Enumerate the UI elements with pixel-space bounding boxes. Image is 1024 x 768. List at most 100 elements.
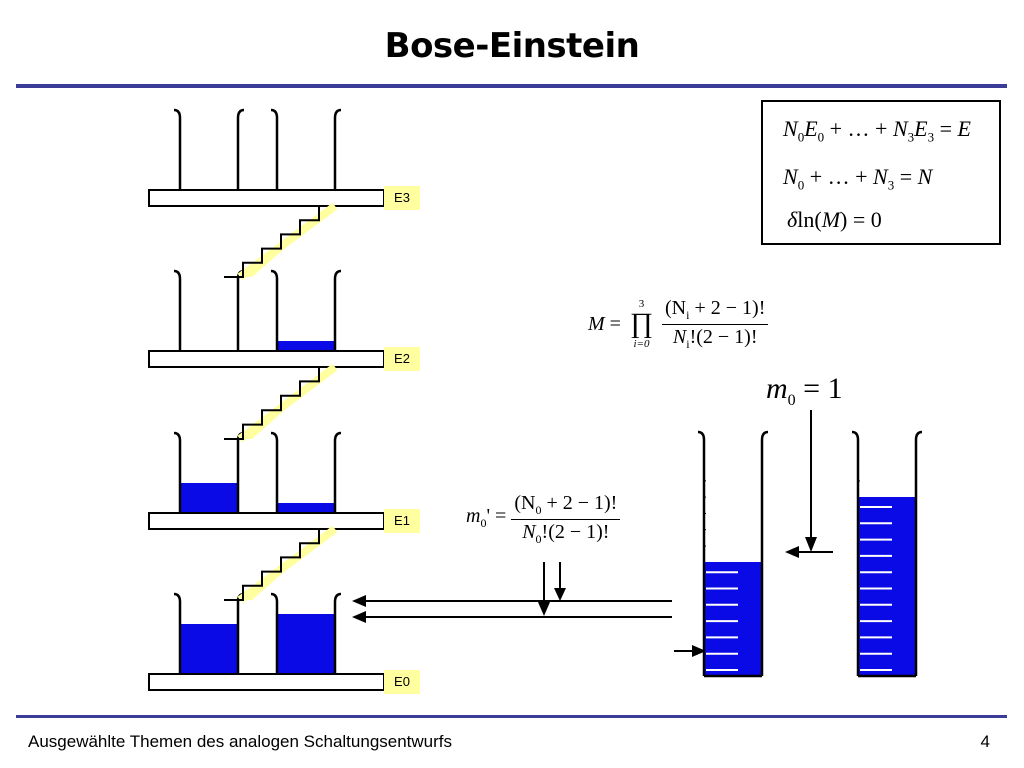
bin-wall — [173, 592, 182, 674]
arrow-down-2-head — [554, 588, 566, 601]
level-shelf — [148, 189, 385, 207]
measuring-beakers — [697, 430, 923, 678]
extremum-condition: δln(M) = 0 — [787, 207, 882, 233]
arrow-to-beaker-head — [692, 645, 706, 657]
beaker-wall-left — [697, 430, 706, 676]
particle-constraint: N0 + … + N3 = N — [783, 164, 932, 193]
footer-rule — [16, 715, 1007, 718]
var-n: N — [873, 164, 888, 189]
bin-wall — [236, 108, 245, 190]
m0-prime-fraction: (N0 + 2 − 1)! N0!(2 − 1)! — [511, 492, 621, 547]
level-e1 — [148, 431, 385, 530]
den-rest: !(2 − 1)! — [541, 521, 610, 543]
product-operator: 3 ∏ i=0 — [629, 297, 654, 350]
staircases — [224, 202, 338, 604]
beaker-water — [858, 497, 916, 676]
sub: 0 — [787, 392, 796, 409]
bin-wall — [173, 431, 182, 513]
beaker-left — [697, 430, 769, 678]
den-rest: !(2 − 1)! — [689, 325, 758, 348]
var-e: E — [914, 116, 928, 141]
water-e1-bin-2 — [277, 503, 335, 513]
arrow-head-lower — [352, 611, 366, 623]
prod-upper: 3 — [638, 297, 645, 310]
sub: 0 — [535, 532, 542, 546]
op: ) = 0 — [840, 207, 882, 232]
multiplicity-formula: M = 3 ∏ i=0 (Ni + 2 − 1)! Ni!(2 − 1)! — [588, 292, 769, 356]
sub: 0 — [797, 177, 805, 193]
var-m: m — [766, 372, 788, 405]
sub: 0 — [817, 129, 825, 145]
sub: i — [686, 307, 690, 322]
bin-wall — [270, 269, 279, 351]
prod-symbol: ∏ — [629, 307, 654, 339]
staircase-steps — [224, 367, 320, 440]
water-e0-bin-0 — [180, 624, 238, 674]
bin-wall — [270, 592, 279, 674]
energy-constraint: N0E0 + … + N3E3 = E — [783, 116, 971, 145]
footer-text: Ausgewählte Themen des analogen Schaltun… — [28, 732, 453, 751]
var-n: N — [783, 164, 798, 189]
bin-wall — [173, 108, 182, 190]
water-e2-bin-2 — [277, 341, 335, 351]
staircase-steps — [224, 529, 320, 601]
water-e0-bin-2 — [277, 614, 335, 674]
bin-wall — [236, 431, 245, 513]
energy-levels — [148, 108, 385, 691]
beaker-wall-left — [851, 430, 860, 676]
op: + … + — [824, 116, 893, 141]
var-n: N — [672, 325, 687, 348]
page-number: 4 — [980, 732, 990, 751]
sub: 3 — [887, 177, 895, 193]
bin-wall — [236, 269, 245, 351]
var-e-total: E — [957, 116, 971, 141]
sub: 0 — [480, 516, 487, 530]
staircase-steps — [224, 206, 320, 278]
m0-prime-formula: m0' = (N0 + 2 − 1)! N0!(2 − 1)! — [466, 484, 621, 548]
staircase-ramp — [237, 525, 338, 604]
bin-wall — [236, 592, 245, 674]
staircase-ramp — [237, 202, 338, 281]
var-m: M — [588, 313, 605, 335]
bin-wall — [333, 592, 342, 674]
constraints-box — [761, 100, 1001, 245]
bin-wall — [333, 108, 342, 190]
op: = — [894, 164, 918, 189]
arrow-into-beaker-head — [785, 546, 799, 558]
beaker-wall-right — [760, 430, 769, 676]
arrow-m0-head — [805, 537, 817, 552]
level-shelf — [148, 673, 385, 691]
op: = — [604, 313, 621, 335]
level-e0 — [148, 592, 385, 691]
var-m: m — [466, 505, 481, 527]
sub: 3 — [907, 129, 915, 145]
level-shelf — [148, 350, 385, 368]
arrow-down-1-head — [538, 602, 550, 616]
op: + … + — [804, 164, 874, 189]
sub: i — [686, 336, 690, 351]
level-label-e3: E3 — [384, 186, 420, 210]
num-rest: + 2 − 1)! — [689, 296, 766, 319]
bin-wall — [333, 269, 342, 351]
var-n: N — [522, 521, 536, 543]
sub: 0 — [535, 503, 542, 517]
num-open: (N — [665, 296, 687, 319]
level-label-e2: E2 — [384, 347, 420, 371]
var-n: N — [783, 116, 798, 141]
bin-wall — [333, 431, 342, 513]
water-e1-bin-0 — [180, 483, 238, 513]
arrow-head-upper — [352, 595, 366, 607]
m0-equation: m0 = 1 — [766, 372, 843, 410]
beaker-water — [704, 562, 762, 676]
ln-fn: ln( — [797, 207, 822, 232]
var-n: N — [892, 116, 908, 141]
var-e: E — [804, 116, 818, 141]
staircase-ramp — [237, 363, 338, 443]
bin-wall — [270, 431, 279, 513]
beaker-right — [851, 430, 923, 678]
slide-title: Bose-Einstein — [384, 26, 640, 66]
bin-wall — [173, 269, 182, 351]
multiplicity-fraction: (Ni + 2 − 1)! Ni!(2 − 1)! — [662, 296, 769, 352]
op: = 1 — [795, 372, 843, 405]
